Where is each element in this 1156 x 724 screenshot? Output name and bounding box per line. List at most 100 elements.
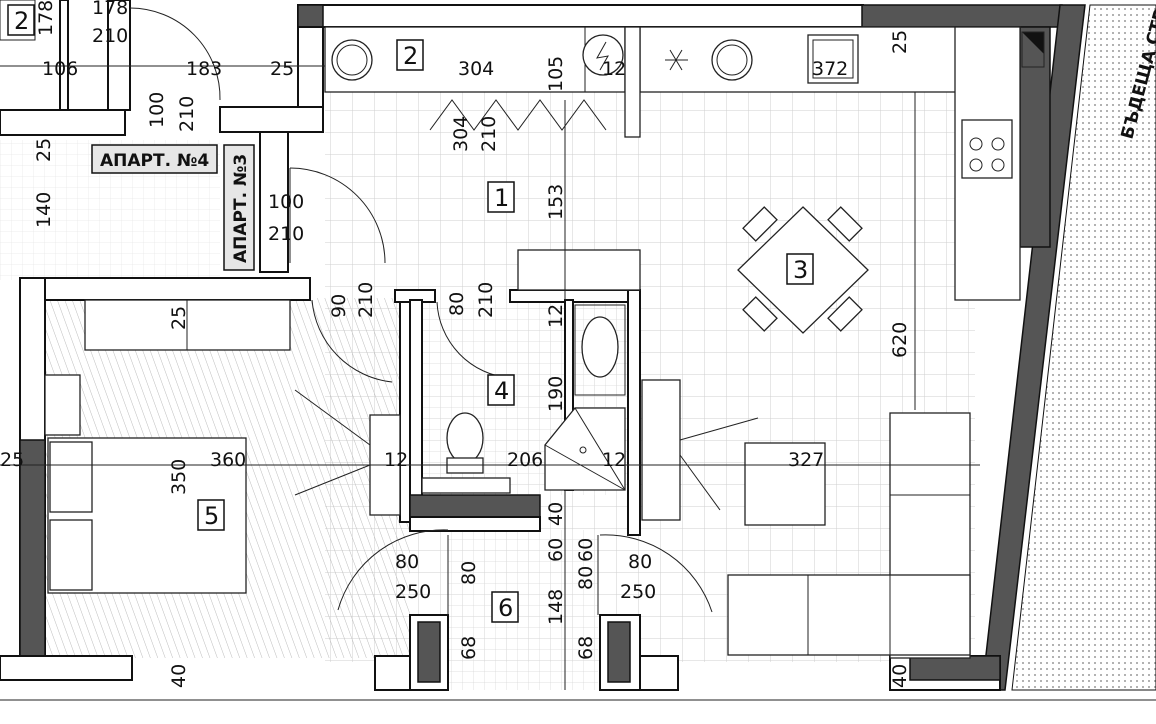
room-1-number: 1: [494, 184, 509, 212]
room-2-number: 2: [403, 42, 418, 70]
dim-25-left: 25: [33, 138, 55, 162]
door-swing-neighbor: [129, 7, 221, 101]
dim-350: 350: [168, 459, 190, 495]
dishwasher-inner-icon: [716, 44, 748, 76]
burner-1-icon: [969, 137, 983, 151]
dim-25-bed-left: 25: [0, 449, 24, 471]
bath-cabinet: [517, 249, 641, 291]
tv-stand: [641, 379, 681, 521]
balcony-strip: [1011, 4, 1156, 691]
dim-210-top: 210: [92, 25, 128, 47]
dim-40-bot: 40: [168, 664, 190, 688]
nightstand-left: [44, 374, 81, 436]
chair-3: [742, 296, 778, 332]
dim-12-bath: 12: [545, 304, 567, 328]
dim-80-bath: 80: [446, 292, 468, 316]
room-4-box: [487, 374, 515, 406]
door-swing-bedroom: [311, 299, 393, 383]
neighbor-wall-v: [59, 0, 69, 111]
apt3-label: АПАРТ. №3: [231, 154, 251, 263]
wall-left-mid: [259, 131, 289, 273]
burner-3-icon: [969, 158, 983, 172]
dim-250-left: 250: [395, 581, 431, 603]
dim-12-mid: 12: [384, 449, 408, 471]
shower-line-2: [574, 407, 626, 491]
room-3-box: [786, 253, 814, 285]
room-5-box: [197, 499, 225, 531]
room-2-neighbor-number: 2: [14, 7, 29, 35]
dim-40-bot-right: 40: [889, 664, 911, 688]
bath-wall-left: [409, 299, 423, 521]
dim-178: 178: [35, 0, 57, 36]
sink-basin-icon: [812, 39, 854, 79]
shower-drain-icon: [579, 446, 587, 454]
neighbor-wall-top: [0, 109, 126, 136]
washer-inner-icon: [336, 44, 368, 76]
hall-column-left-dark: [417, 621, 441, 683]
dim-206: 206: [507, 449, 543, 471]
dim-80-left: 80: [395, 551, 419, 573]
sofa-bottom: [727, 574, 971, 656]
dim-60-b: 60: [575, 538, 597, 562]
basin-box: [574, 304, 626, 396]
wall-bedroom-left-dark: [19, 439, 46, 681]
wall-top-left-dark: [297, 4, 324, 28]
wall-right-slanted: [981, 4, 1086, 691]
chair-1: [742, 206, 778, 242]
burner-2-icon: [991, 137, 1005, 151]
dim-210-door: 210: [268, 223, 304, 245]
dim-80-c: 80: [575, 566, 597, 590]
hall-floor-grid: [448, 530, 598, 690]
pillow-2: [49, 519, 93, 591]
door-swing-left: [337, 529, 449, 611]
wall-left-upper2: [219, 106, 324, 133]
bath-shelf: [421, 477, 511, 494]
flue-icon: [1022, 32, 1044, 54]
bath-wall-top-right: [509, 289, 641, 303]
room-2-box: [396, 39, 424, 71]
flue-box: [1021, 31, 1045, 68]
kitchen-corner-column: [1019, 26, 1051, 248]
dim-25-right: 25: [889, 30, 911, 54]
dim-60-a: 60: [545, 538, 567, 562]
pillow-1: [49, 441, 93, 513]
counter-top-left: [324, 26, 626, 93]
dim-304-v: 304: [450, 116, 472, 152]
chair-2: [827, 206, 863, 242]
room-1-box: [487, 181, 515, 213]
dim-12-shower: 12: [602, 449, 626, 471]
wall-top-right-dark: [861, 4, 1063, 28]
neighbor-wall-v2: [107, 0, 131, 111]
dim-210-90: 210: [355, 282, 377, 318]
wall-bottom-right-dark: [909, 655, 1001, 681]
bath-wall-bottom: [409, 494, 541, 518]
dim-178-b: 178: [92, 0, 128, 19]
dim-620: 620: [889, 322, 911, 358]
shower-tray: [544, 407, 626, 491]
dim-210-v2: 210: [478, 116, 500, 152]
dim-90: 90: [328, 294, 350, 318]
dim-183: 183: [186, 58, 222, 80]
room-4-number: 4: [494, 377, 509, 405]
dim-12-top: 12: [602, 58, 626, 80]
wardrobe-doors: [429, 99, 607, 131]
washer-icon: [331, 39, 373, 81]
bath-wall-bottom2: [409, 516, 541, 532]
chair-4: [827, 296, 863, 332]
wall-bedroom-top: [19, 277, 311, 301]
sink-icon: [807, 34, 859, 84]
boiler-icon: [582, 34, 624, 76]
coffee-table: [744, 442, 826, 526]
wall-left-upper: [297, 26, 324, 108]
asterisk-icon: [665, 49, 688, 71]
apt4-label: АПАРТ. №4: [100, 151, 209, 171]
apt3-label-bg: [223, 144, 255, 271]
burner-4-icon: [991, 158, 1005, 172]
wall-bottom-left: [0, 655, 133, 681]
bath-wall-right: [627, 289, 641, 536]
basin-icon: [581, 316, 619, 378]
tv-view-line-2: [294, 464, 371, 496]
room-5-number: 5: [204, 502, 219, 530]
tall-cabinet: [624, 26, 641, 138]
